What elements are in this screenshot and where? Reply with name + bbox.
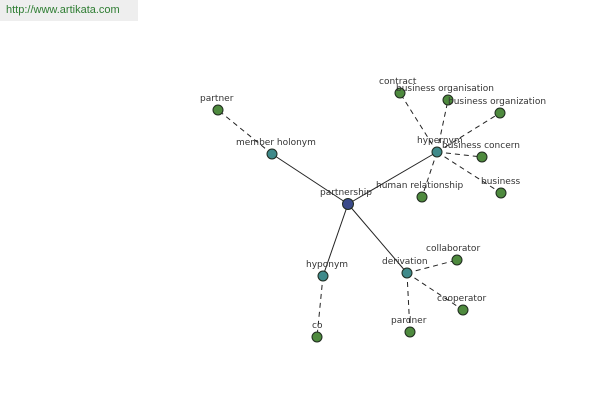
node-hypernym[interactable] bbox=[431, 146, 443, 158]
label-hyponym[interactable]: hyponym bbox=[306, 260, 348, 270]
label-business-concern[interactable]: business concern bbox=[442, 141, 520, 151]
edge-partnership-to-derivation bbox=[347, 203, 408, 274]
node-pardner[interactable] bbox=[404, 326, 416, 338]
label-hypernym[interactable]: hypernym bbox=[417, 136, 463, 146]
label-member-holonym[interactable]: member holonym bbox=[236, 138, 316, 148]
node-collaborator[interactable] bbox=[451, 254, 463, 266]
edge-hypernym-to-human-relationship bbox=[421, 151, 438, 198]
node-derivation[interactable] bbox=[401, 267, 413, 279]
node-co[interactable] bbox=[311, 331, 323, 343]
edge-hypernym-to-contract bbox=[399, 92, 438, 153]
label-business-organisation[interactable]: business organisation bbox=[396, 84, 494, 94]
node-business-organisation[interactable] bbox=[442, 94, 454, 106]
edge-derivation-to-cooperator bbox=[406, 272, 464, 311]
node-business-organization[interactable] bbox=[494, 107, 506, 119]
edge-member-holonym-to-partner-top bbox=[217, 109, 273, 155]
edge-partnership-to-hypernym bbox=[347, 151, 438, 205]
edge-hypernym-to-business bbox=[436, 151, 502, 194]
label-business-organization[interactable]: business organization bbox=[448, 97, 546, 107]
node-partnership[interactable] bbox=[342, 198, 354, 210]
edge-hyponym-to-co bbox=[316, 275, 324, 338]
node-business[interactable] bbox=[495, 187, 507, 199]
node-hyponym[interactable] bbox=[317, 270, 329, 282]
edge-derivation-to-pardner bbox=[406, 272, 411, 333]
nodes-layer bbox=[212, 87, 507, 343]
edge-partnership-to-member-holonym bbox=[271, 153, 349, 205]
node-contract[interactable] bbox=[394, 87, 406, 99]
label-partnership[interactable]: partnership bbox=[320, 188, 372, 198]
node-partner-top[interactable] bbox=[212, 104, 224, 116]
label-contract[interactable]: contract bbox=[379, 77, 417, 87]
label-business[interactable]: business bbox=[481, 177, 521, 187]
source-url-link[interactable]: http://www.artikata.com bbox=[0, 0, 138, 21]
label-partner-top[interactable]: partner bbox=[200, 94, 234, 104]
edge-hypernym-to-business-concern bbox=[436, 151, 483, 158]
node-cooperator[interactable] bbox=[457, 304, 469, 316]
edge-hypernym-to-business-organization bbox=[436, 112, 501, 153]
label-derivation[interactable]: derivation bbox=[382, 257, 428, 267]
label-collaborator[interactable]: collaborator bbox=[426, 244, 480, 254]
label-human-relationship[interactable]: human relationship bbox=[376, 181, 463, 191]
node-member-holonym[interactable] bbox=[266, 148, 278, 160]
labels-layer: partnership member holonym hypernym hyponym… bbox=[200, 77, 546, 331]
node-business-concern[interactable] bbox=[476, 151, 488, 163]
label-pardner[interactable]: pardner bbox=[391, 316, 427, 326]
edges-layer bbox=[217, 92, 502, 338]
edge-partnership-to-hyponym bbox=[322, 203, 349, 277]
label-cooperator[interactable]: cooperator bbox=[437, 294, 486, 304]
label-co[interactable]: co bbox=[312, 321, 323, 331]
node-human-relationship[interactable] bbox=[416, 191, 428, 203]
